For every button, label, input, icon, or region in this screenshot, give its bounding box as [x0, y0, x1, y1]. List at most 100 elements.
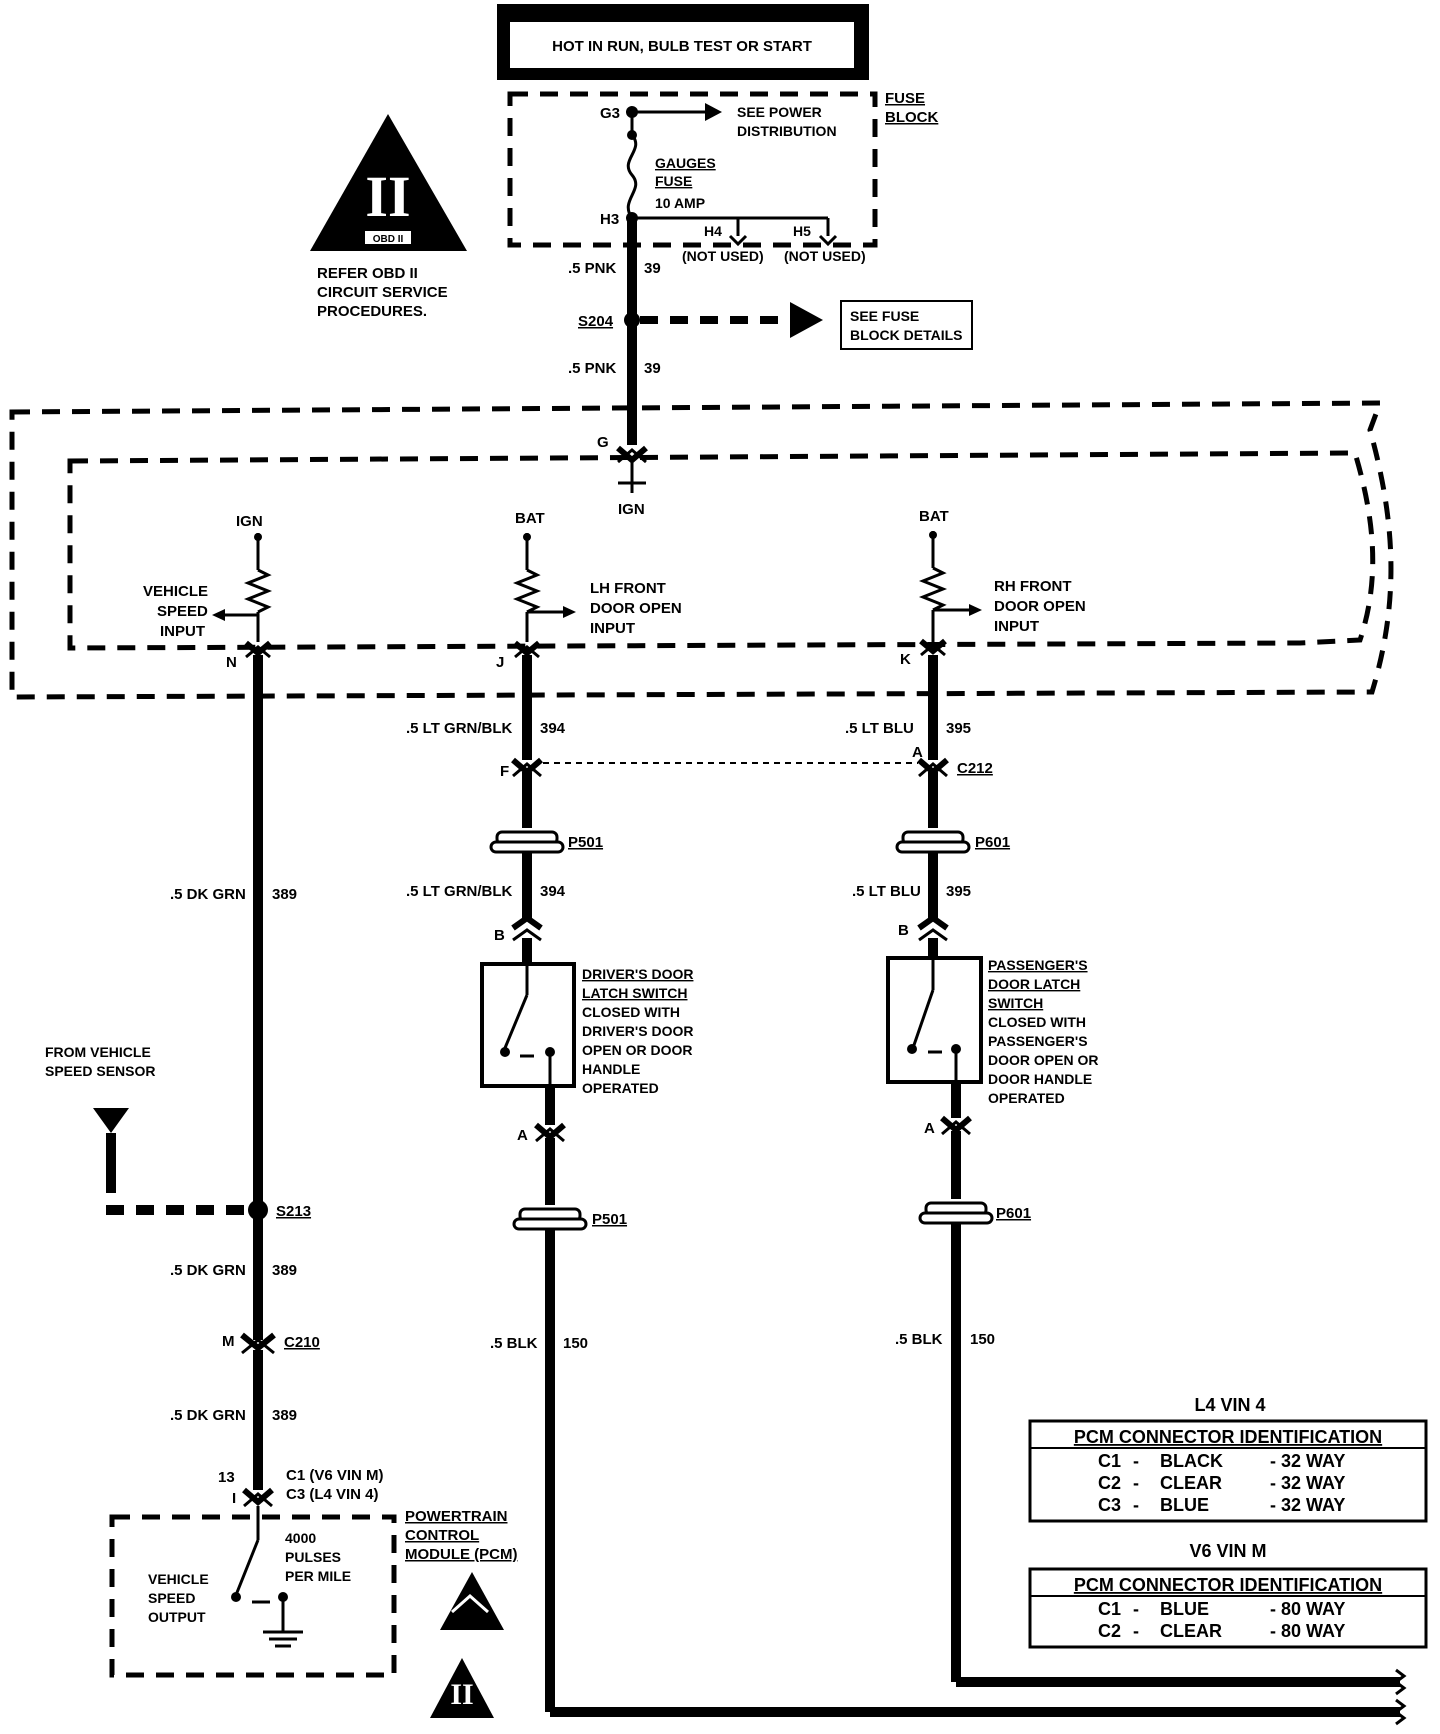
- rh-door-open-input: BAT RH FRONT DOOR OPEN INPUT K: [900, 508, 1086, 668]
- feed-circuit-39: .5 PNK 39 S204 SEE FUSE BLOCK DETAILS .5…: [568, 218, 973, 518]
- svg-text:CLOSED WITH: CLOSED WITH: [988, 1014, 1086, 1030]
- l4-vin-title: L4 VIN 4: [1194, 1395, 1265, 1415]
- pin-13: 13: [218, 1469, 235, 1486]
- hot-in-run-box: HOT IN RUN, BULB TEST OR START: [497, 4, 869, 80]
- svg-text:389: 389: [272, 1407, 297, 1424]
- svg-text:DOOR HANDLE: DOOR HANDLE: [988, 1071, 1092, 1087]
- h4-not-used: (NOT USED): [682, 248, 764, 264]
- svg-text:SWITCH: SWITCH: [988, 995, 1043, 1011]
- svg-text:PROCEDURES.: PROCEDURES.: [317, 303, 427, 320]
- svg-text:CLEAR: CLEAR: [1160, 1621, 1222, 1641]
- lh-bat-label: BAT: [515, 510, 545, 527]
- svg-text:-: -: [1133, 1495, 1139, 1515]
- pin-b-rh: B: [898, 922, 909, 939]
- svg-text:- 80 WAY: - 80 WAY: [1270, 1599, 1345, 1619]
- pin-k: K: [900, 651, 911, 668]
- svg-text:DOOR OPEN: DOOR OPEN: [590, 600, 682, 617]
- obd-refer-text: REFER OBD II: [317, 265, 418, 282]
- pin-b-lh: B: [494, 927, 505, 944]
- svg-text:.5 BLK: .5 BLK: [490, 1335, 538, 1352]
- rh-door-circuit: .5 LT BLU 395 A C212 P601 .5 LT BLU 395 …: [845, 655, 1400, 1687]
- connector-p501-upper: P501: [568, 834, 603, 851]
- svg-text:- 32 WAY: - 32 WAY: [1270, 1495, 1345, 1515]
- svg-text:SPEED: SPEED: [148, 1590, 195, 1606]
- connector-p601-upper: P601: [975, 834, 1010, 851]
- svg-text:HANDLE: HANDLE: [582, 1061, 640, 1077]
- vss-ign-label: IGN: [236, 513, 263, 530]
- hot-in-run-label: HOT IN RUN, BULB TEST OR START: [552, 38, 812, 55]
- svg-text:10 AMP: 10 AMP: [655, 195, 705, 211]
- svg-text:-: -: [1133, 1473, 1139, 1493]
- pulses-label: 4000: [285, 1530, 316, 1546]
- svg-text:BLOCK DETAILS: BLOCK DETAILS: [850, 327, 963, 343]
- svg-text:CIRCUIT SERVICE: CIRCUIT SERVICE: [317, 284, 448, 301]
- vehicle-speed-input: IGN VEHICLE SPEED INPUT N: [143, 513, 273, 671]
- svg-text:- 32 WAY: - 32 WAY: [1270, 1451, 1345, 1471]
- svg-text:- 80 WAY: - 80 WAY: [1270, 1621, 1345, 1641]
- svg-text:.5 DK GRN: .5 DK GRN: [170, 1407, 246, 1424]
- svg-text:-: -: [1133, 1621, 1139, 1641]
- svg-text:II: II: [365, 164, 410, 229]
- connector-p601-lower: P601: [996, 1205, 1031, 1222]
- svg-text:.5 PNK: .5 PNK: [568, 260, 617, 277]
- svg-text:BLOCK: BLOCK: [885, 109, 938, 126]
- obd-ii-symbol: II OBD II REFER OBD II CIRCUIT SERVICE P…: [310, 114, 467, 320]
- svg-text:-: -: [1133, 1599, 1139, 1619]
- lh-resistor-icon: [512, 568, 542, 614]
- rh-bat-label: BAT: [919, 508, 949, 525]
- drivers-latch-label: DRIVER'S DOOR: [582, 966, 693, 982]
- svg-text:.5 LT GRN/BLK: .5 LT GRN/BLK: [406, 720, 513, 737]
- pin-j: J: [496, 654, 504, 671]
- see-power-label: SEE POWER: [737, 104, 822, 120]
- wire-break-icon-2: [1393, 1698, 1407, 1726]
- pin-a-c212: A: [912, 744, 923, 761]
- svg-text:CLEAR: CLEAR: [1160, 1473, 1222, 1493]
- h4-label: H4: [704, 223, 722, 239]
- obd-ii-triangle-icon: [310, 114, 467, 251]
- svg-text:DOOR LATCH: DOOR LATCH: [988, 976, 1080, 992]
- h5-label: H5: [793, 223, 811, 239]
- svg-text:OPERATED: OPERATED: [988, 1090, 1065, 1106]
- from-vss-label: FROM VEHICLE: [45, 1044, 151, 1060]
- svg-text:OUTPUT: OUTPUT: [148, 1609, 206, 1625]
- svg-text:C2: C2: [1098, 1621, 1121, 1641]
- l4-table-header: PCM CONNECTOR IDENTIFICATION: [1074, 1427, 1382, 1447]
- svg-text:C1: C1: [1098, 1599, 1121, 1619]
- svg-text:SPEED: SPEED: [157, 603, 208, 620]
- connector-p501-lower: P501: [592, 1211, 627, 1228]
- svg-text:DOOR OPEN OR: DOOR OPEN OR: [988, 1052, 1098, 1068]
- svg-text:.5 DK GRN: .5 DK GRN: [170, 886, 246, 903]
- rh-switch-contact-icon: [912, 989, 935, 1046]
- svg-text:394: 394: [540, 883, 566, 900]
- h3-label: H3: [600, 211, 619, 228]
- svg-text:- 32 WAY: - 32 WAY: [1270, 1473, 1345, 1493]
- vss-input-label: VEHICLE: [143, 583, 208, 600]
- vss-circuit-389: .5 DK GRN 389 FROM VEHICLE SPEED SENSOR …: [45, 655, 384, 1508]
- vso-label: VEHICLE: [148, 1571, 209, 1587]
- svg-text:PASSENGER'S: PASSENGER'S: [988, 1033, 1088, 1049]
- svg-text:CLOSED WITH: CLOSED WITH: [582, 1004, 680, 1020]
- splice-s204: S204: [578, 313, 614, 330]
- svg-text:CONTROL: CONTROL: [405, 1527, 479, 1544]
- fuse-block-title: FUSE: [885, 90, 925, 107]
- svg-text:39: 39: [644, 360, 661, 377]
- svg-text:DISTRIBUTION: DISTRIBUTION: [737, 123, 837, 139]
- rh-resistor-icon: [918, 566, 948, 612]
- pcm-connector-table-v6: V6 VIN M PCM CONNECTOR IDENTIFICATION C1…: [1028, 1541, 1428, 1649]
- svg-text:BLACK: BLACK: [1160, 1451, 1223, 1471]
- svg-text:C1: C1: [1098, 1451, 1121, 1471]
- svg-text:LATCH SWITCH: LATCH SWITCH: [582, 985, 688, 1001]
- lh-door-circuit: .5 LT GRN/BLK 394 F P501 .5 LT GRN/BLK 3…: [406, 655, 1400, 1717]
- esd-sensitive-icon: [440, 1572, 504, 1630]
- vso-switch-icon: [234, 1539, 260, 1596]
- pcm-module: POWERTRAIN CONTROL MODULE (PCM) 4000 PUL…: [109, 1506, 518, 1718]
- see-fuse-block-details: SEE FUSE: [850, 308, 919, 324]
- svg-text:INPUT: INPUT: [160, 623, 205, 640]
- svg-text:OPERATED: OPERATED: [582, 1080, 659, 1096]
- module-outline: [9, 400, 1394, 700]
- lh-door-open-input: BAT LH FRONT DOOR OPEN INPUT J: [496, 510, 682, 671]
- vss-resistor-icon: [243, 568, 273, 614]
- lh-switch-contact-icon: [503, 994, 529, 1049]
- svg-text:150: 150: [563, 1335, 588, 1352]
- svg-text:-: -: [1133, 1451, 1139, 1471]
